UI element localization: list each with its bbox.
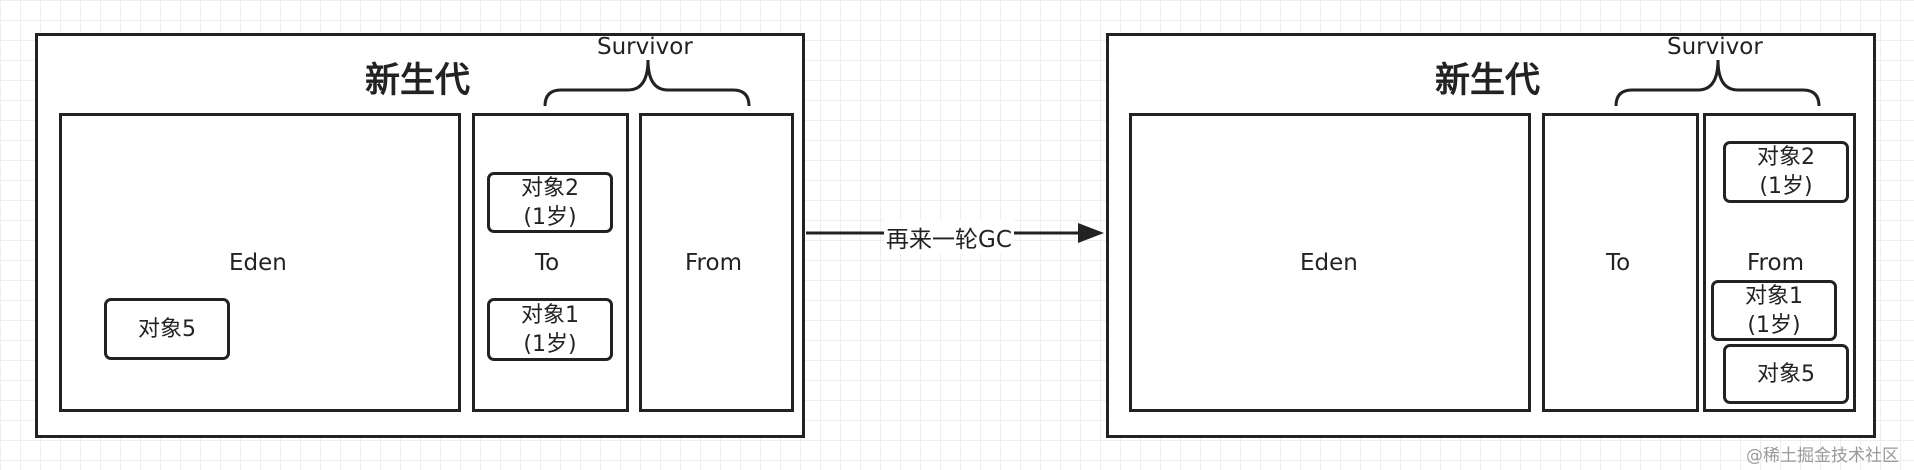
to-label-right: To <box>1606 250 1631 276</box>
to-label-left: To <box>535 250 560 276</box>
object-name: 对象2 <box>1757 145 1815 170</box>
object-2-right: 对象2 (1岁) <box>1723 141 1849 203</box>
object-2-left: 对象2 (1岁) <box>487 172 613 233</box>
object-5-right: 对象5 <box>1723 344 1849 404</box>
object-name: 对象1 <box>521 302 579 328</box>
object-age: (1岁) <box>1747 312 1801 338</box>
object-1-left: 对象1 (1岁) <box>487 298 613 361</box>
watermark: @稀土掘金技术社区 <box>1746 446 1899 466</box>
object-name: 对象2 <box>521 175 579 201</box>
object-name: 对象5 <box>1757 361 1815 387</box>
eden-region-right <box>1129 113 1531 412</box>
eden-label-left: Eden <box>229 250 287 276</box>
young-generation-title-left: 新生代 <box>365 61 471 101</box>
from-label-left: From <box>685 250 742 276</box>
object-name: 对象5 <box>138 316 196 342</box>
to-region-left <box>472 113 629 412</box>
gc-arrow-label: 再来一轮GC <box>884 220 1014 254</box>
object-1-right: 对象1 (1岁) <box>1711 280 1837 341</box>
young-generation-title-right: 新生代 <box>1435 61 1541 101</box>
object-age: (1岁) <box>1759 174 1813 199</box>
survivor-label-left: Survivor <box>597 34 693 60</box>
object-name: 对象1 <box>1745 283 1803 309</box>
from-label-right: From <box>1747 250 1804 276</box>
object-age: (1岁) <box>523 331 577 357</box>
object-5-left: 对象5 <box>104 298 230 360</box>
eden-region-left <box>59 113 461 412</box>
eden-label-right: Eden <box>1300 250 1358 276</box>
object-age: (1岁) <box>523 204 577 230</box>
gc-arrow-head <box>1078 223 1104 243</box>
from-region-left <box>639 113 794 412</box>
survivor-brace-right <box>1614 59 1821 107</box>
survivor-label-right: Survivor <box>1667 34 1763 60</box>
to-region-right <box>1542 113 1699 412</box>
survivor-brace-left <box>543 59 751 107</box>
